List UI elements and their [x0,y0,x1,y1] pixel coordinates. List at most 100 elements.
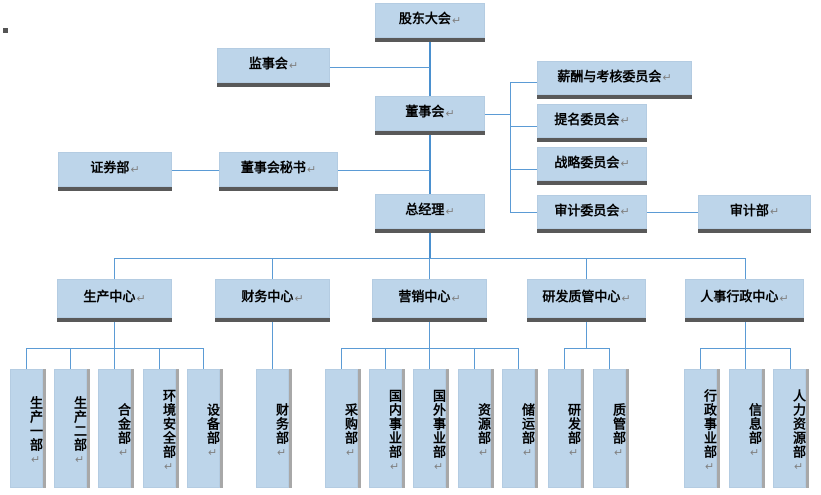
pilcrow-mark: ↵ [117,446,130,460]
pilcrow-mark: ↵ [445,204,455,218]
node-label: 审计委员会 [554,203,620,219]
node-strategy-committee[interactable]: 战略委员会↵ [537,147,647,181]
connector-audit-department [646,212,698,213]
connector-hr-d1 [700,348,701,369]
connector-committee-stub [485,114,510,115]
connector-rd-d1 [564,348,565,369]
node-label: 监事会 [248,57,288,73]
connector-marketing-d1 [341,348,342,369]
node-quality-control-dept[interactable]: 质管部↵ [593,369,626,488]
connector-center-drop-hr [745,258,746,279]
node-domestic-business-dept[interactable]: 国内事业部↵ [369,369,402,488]
pilcrow-mark: ↵ [306,162,317,176]
node-label: 环境安全部 [160,389,175,459]
connector-committee-bus [510,82,511,212]
node-human-resources-dept[interactable]: 人力资源部↵ [773,369,806,488]
connector-production-d3 [114,348,115,369]
connector-centers-bus [114,258,746,259]
node-label: 储运部 [519,403,534,445]
pilcrow-mark: ↵ [612,446,625,460]
pilcrow-mark: ↵ [662,71,672,85]
pilcrow-mark: ↵ [620,157,630,171]
connector-hr-stem [745,321,746,348]
node-label: 人事行政中心 [700,290,779,306]
node-information-dept[interactable]: 信息部↵ [729,369,762,488]
node-board-secretary[interactable]: 董事会秘书↵ [219,152,338,187]
pilcrow-mark: ↵ [703,460,716,474]
node-label: 生产中心 [83,290,136,306]
node-label: 战略委员会 [554,155,620,171]
node-finance-dept[interactable]: 财务部↵ [256,369,289,488]
connector-hr-d2 [745,348,746,369]
pilcrow-mark: ↵ [620,114,630,128]
node-admin-business-dept[interactable]: 行政事业部↵ [684,369,717,488]
node-environment-safety-dept[interactable]: 环境安全部↵ [143,369,176,488]
node-securities-department[interactable]: 证券部↵ [58,152,172,187]
node-label: 人力资源部 [790,389,805,459]
node-label: 研发部 [565,403,580,445]
node-production-dept-2[interactable]: 生产二部↵ [54,369,87,488]
connector-hr-d3 [790,348,791,369]
node-label: 董事会 [405,105,445,121]
node-finance-center[interactable]: 财务中心↵ [215,279,330,318]
connector-center-drop-rd [586,258,587,279]
connector-production-d2 [70,348,71,369]
pilcrow-mark: ↵ [477,446,490,460]
node-board-of-directors[interactable]: 董事会↵ [375,96,485,131]
connector-production-d4 [159,348,160,369]
node-nomination-committee[interactable]: 提名委员会↵ [537,104,647,138]
pilcrow-mark: ↵ [288,58,299,72]
node-label: 信息部 [746,403,761,445]
node-label: 薪酬与考核委员会 [557,69,662,85]
connector-rd-d2 [609,348,610,369]
node-production-dept-1[interactable]: 生产一部↵ [10,369,43,488]
node-label: 股东大会 [398,12,451,28]
pilcrow-mark: ↵ [294,291,304,305]
pilcrow-mark: ↵ [73,453,86,467]
node-label: 财务中心 [241,290,294,306]
node-shareholders-meeting[interactable]: 股东大会↵ [375,3,485,38]
node-storage-transport-dept[interactable]: 储运部↵ [502,369,535,488]
connector-production-stem [114,321,115,348]
connector-production-d5 [203,348,204,369]
node-marketing-center[interactable]: 营销中心↵ [372,279,487,318]
node-board-of-supervisors[interactable]: 监事会↵ [217,48,330,83]
node-hr-admin-center[interactable]: 人事行政中心↵ [685,279,804,318]
connector-marketing-d5 [518,348,519,369]
pilcrow-mark: ↵ [136,291,146,305]
connector-spine-mid [429,131,431,195]
pilcrow-mark: ↵ [451,291,461,305]
node-overseas-business-dept[interactable]: 国外事业部↵ [413,369,446,488]
node-label: 生产一部 [27,396,42,452]
node-label: 合金部 [115,403,130,445]
pilcrow-mark: ↵ [748,446,761,460]
connector-spine-top [429,38,431,98]
node-label: 审计部 [729,203,769,219]
node-label: 国外事业部 [430,389,445,459]
connector-rd-bus [564,348,609,349]
node-purchasing-dept[interactable]: 采购部↵ [325,369,358,488]
connector-committee-strategy [510,169,537,170]
pilcrow-mark: ↵ [130,162,140,176]
pilcrow-mark: ↵ [344,446,357,460]
connector-rd-stem [586,321,587,348]
node-resources-dept[interactable]: 资源部↵ [458,369,491,488]
node-production-center[interactable]: 生产中心↵ [57,279,172,318]
pilcrow-mark: ↵ [521,446,534,460]
node-rd-dept[interactable]: 研发部↵ [548,369,581,488]
connector-center-drop-production [114,258,115,279]
node-remuneration-committee[interactable]: 薪酬与考核委员会↵ [537,61,692,95]
node-alloy-dept[interactable]: 合金部↵ [98,369,131,488]
node-audit-committee[interactable]: 审计委员会↵ [537,195,647,229]
node-general-manager[interactable]: 总经理↵ [375,194,485,229]
node-label: 设备部 [204,403,219,445]
node-label: 总经理 [405,203,445,219]
scan-artifact-mark [3,28,8,33]
node-label: 行政事业部 [701,389,716,459]
node-equipment-dept[interactable]: 设备部↵ [187,369,220,488]
pilcrow-mark: ↵ [567,446,580,460]
pilcrow-mark: ↵ [779,291,789,305]
connector-spine-bottom [429,229,431,259]
node-rd-quality-center[interactable]: 研发质管中心↵ [527,279,646,318]
node-audit-department[interactable]: 审计部↵ [698,195,811,229]
